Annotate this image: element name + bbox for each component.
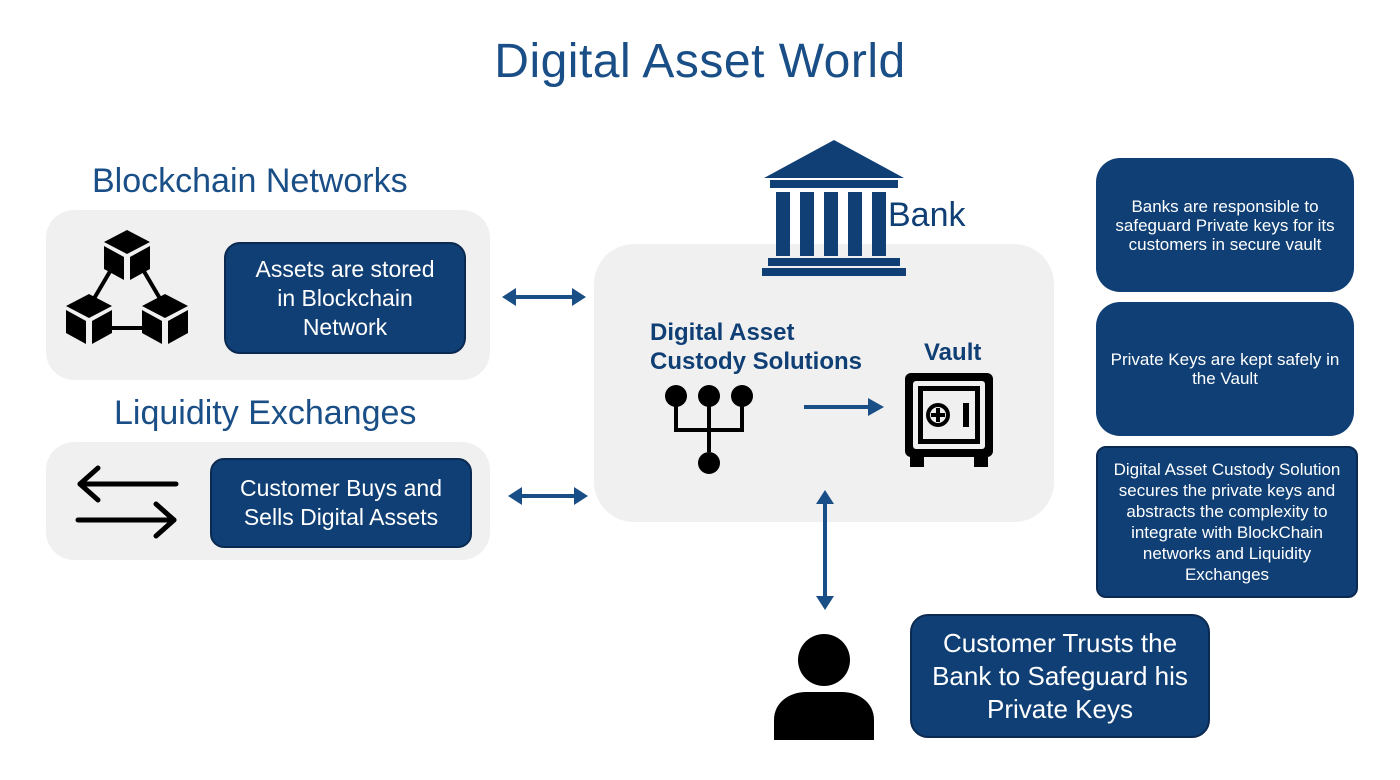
custody-tree-icon bbox=[662, 384, 758, 476]
liquidity-heading: Liquidity Exchanges bbox=[114, 394, 417, 432]
customer-connector-arrow bbox=[813, 488, 837, 612]
vault-safe-icon bbox=[902, 370, 996, 470]
blockchain-connector-arrow bbox=[500, 285, 588, 309]
blockchain-heading: Blockchain Networks bbox=[92, 162, 408, 200]
bank-label: Bank bbox=[888, 196, 966, 234]
exchange-arrows-icon bbox=[72, 462, 182, 542]
bank-building-icon bbox=[762, 140, 906, 276]
note-custody-solution: Digital Asset Custody Solution secures t… bbox=[1096, 446, 1358, 598]
custody-to-vault-arrow bbox=[802, 395, 886, 419]
note-vault-keys: Private Keys are kept safely in the Vaul… bbox=[1096, 302, 1354, 436]
liquidity-connector-arrow bbox=[506, 484, 590, 508]
liquidity-info-box: Customer Buys and Sells Digital Assets bbox=[210, 458, 472, 548]
blockchain-info-box: Assets are stored in Blockchain Network bbox=[224, 242, 466, 354]
vault-label: Vault bbox=[924, 339, 982, 366]
page-title: Digital Asset World bbox=[494, 35, 906, 88]
note-bank-responsibility: Banks are responsible to safeguard Priva… bbox=[1096, 158, 1354, 292]
customer-trust-box: Customer Trusts the Bank to Safeguard hi… bbox=[910, 614, 1210, 738]
blockchain-cubes-icon bbox=[62, 228, 192, 350]
custody-solutions-label: Digital Asset Custody Solutions bbox=[650, 319, 862, 375]
customer-person-icon bbox=[772, 632, 876, 742]
